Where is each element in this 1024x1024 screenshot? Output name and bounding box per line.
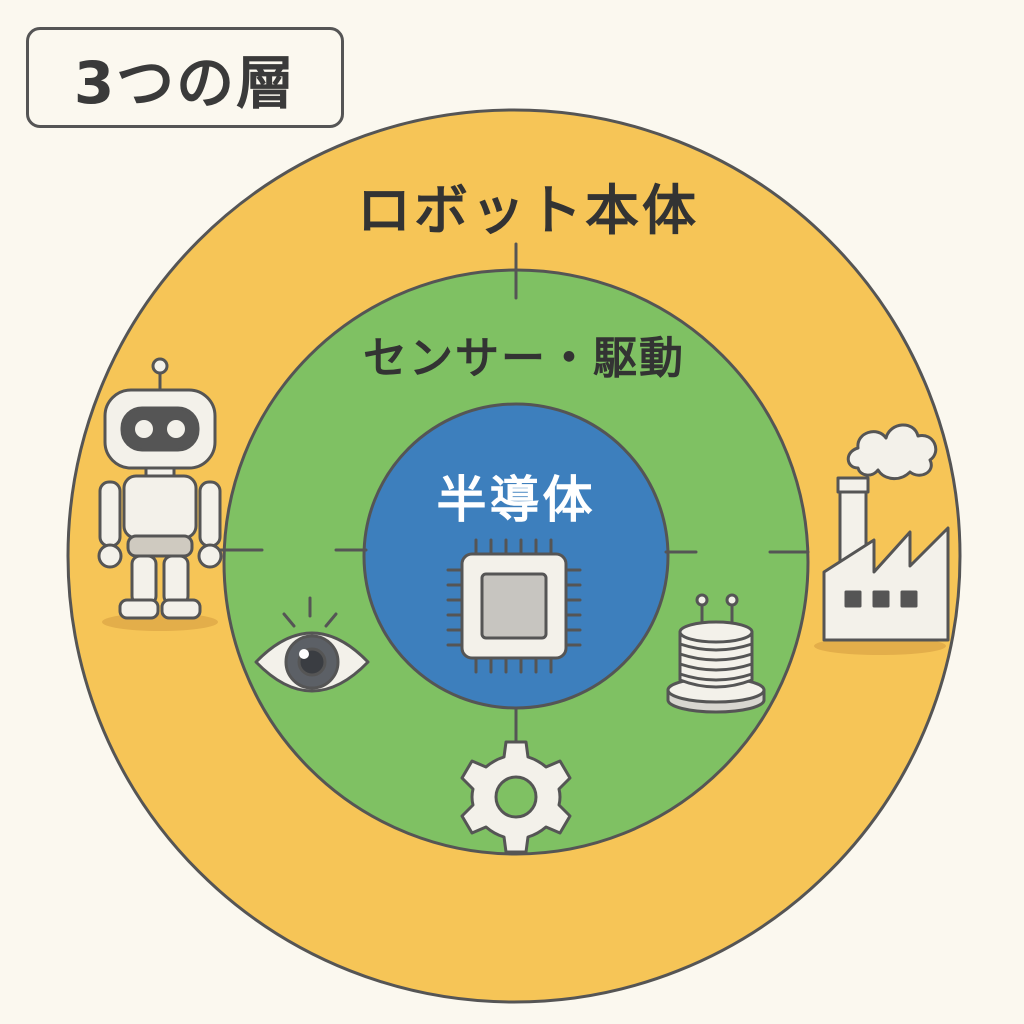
robot-icon xyxy=(97,357,223,631)
title-box: 3つの層 xyxy=(26,27,344,128)
gear-icon xyxy=(460,740,572,854)
eye-icon xyxy=(254,596,370,693)
inner-ring-label: 半導体 xyxy=(436,471,596,529)
diagram-title: 3つの層 xyxy=(73,48,297,117)
outer-ring-label: ロボット本体 xyxy=(357,179,699,242)
coil-icon xyxy=(666,593,766,714)
ring-ticks xyxy=(216,242,810,744)
middle-ring-label: センサー・駆動 xyxy=(363,333,685,384)
factory-icon xyxy=(814,423,950,655)
chip-icon xyxy=(446,538,582,674)
